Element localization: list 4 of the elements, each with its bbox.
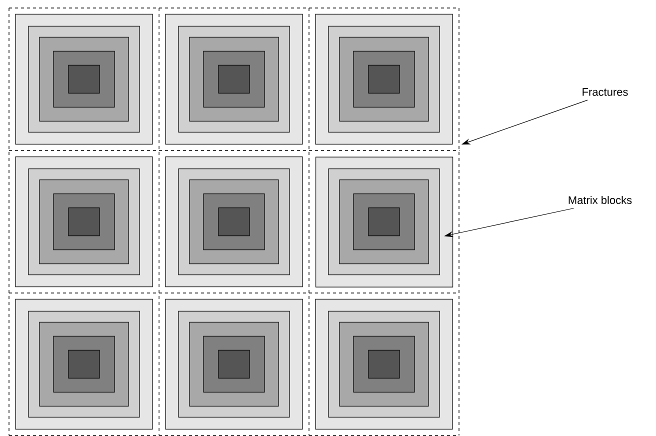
annotation-label: Fractures bbox=[582, 88, 628, 96]
fracture-line bbox=[8, 150, 460, 151]
matrix-block bbox=[316, 156, 454, 288]
annotation-label: Matrix blocks bbox=[568, 196, 632, 204]
